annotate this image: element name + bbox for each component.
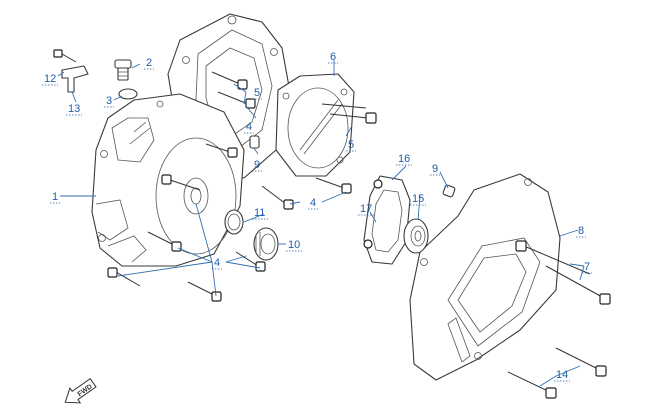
callout-1: 1 xyxy=(50,191,60,204)
washer-part-3 xyxy=(118,88,138,100)
callout-16: 16 xyxy=(396,153,412,166)
forward-badge-label: FWD xyxy=(77,383,94,398)
callout-6: 6 xyxy=(328,51,338,64)
long-bolt-upper xyxy=(515,240,591,275)
long-bolt-lower xyxy=(545,265,611,305)
right-cover-part-8 xyxy=(409,173,561,381)
svg-text:3: 3 xyxy=(106,95,112,107)
dowel-pin-right xyxy=(442,184,456,198)
callout-9-left: 9 xyxy=(252,159,262,172)
svg-text:10: 10 xyxy=(288,239,300,251)
callout-13: 13 xyxy=(66,103,82,116)
cover-bolt-lower xyxy=(507,371,557,399)
svg-text:17: 17 xyxy=(360,203,372,215)
svg-text:16: 16 xyxy=(398,153,410,165)
callout-14: 14 xyxy=(554,369,570,382)
callout-4-right: 4 xyxy=(308,197,318,210)
rear-cover-bolts xyxy=(211,71,377,124)
svg-text:4: 4 xyxy=(246,121,252,133)
svg-text:2: 2 xyxy=(146,57,152,69)
bracket-part-13 xyxy=(53,49,89,93)
callout-12: 12 xyxy=(42,73,58,86)
plug-part-10 xyxy=(253,227,279,261)
seal-ring-part-11 xyxy=(224,209,244,235)
callout-2: 2 xyxy=(144,57,154,70)
svg-text:5: 5 xyxy=(348,139,354,151)
svg-text:13: 13 xyxy=(68,103,80,115)
svg-text:4: 4 xyxy=(214,257,220,269)
callout-4-top: 4 xyxy=(244,121,254,134)
forward-arrow-icon: FWD xyxy=(64,378,97,404)
callout-15: 15 xyxy=(410,193,426,206)
svg-text:11: 11 xyxy=(254,207,265,219)
callout-11: 11 xyxy=(252,207,268,220)
svg-text:6: 6 xyxy=(330,51,336,63)
oil-filler-plug-part-2 xyxy=(114,59,132,81)
callout-5-right: 5 xyxy=(346,139,356,152)
case-bolts xyxy=(107,143,352,302)
svg-text:12: 12 xyxy=(44,73,56,85)
leader-lines xyxy=(57,60,585,387)
cover-part-6 xyxy=(275,73,355,177)
dowel-pin-left xyxy=(249,135,260,149)
callout-17: 17 xyxy=(358,203,374,216)
svg-text:4: 4 xyxy=(310,197,316,209)
svg-text:14: 14 xyxy=(556,369,568,381)
svg-text:5: 5 xyxy=(254,87,260,99)
svg-text:1: 1 xyxy=(52,191,58,203)
svg-text:8: 8 xyxy=(578,225,584,237)
callout-8: 8 xyxy=(576,225,586,238)
svg-text:9: 9 xyxy=(254,159,260,171)
callout-10: 10 xyxy=(286,239,302,252)
gasket-part-17 xyxy=(363,175,411,265)
callout-4-bottom: 4 xyxy=(212,257,222,270)
callout-9-right: 9 xyxy=(430,163,440,176)
callout-5-left: 5 xyxy=(252,87,262,100)
svg-text:15: 15 xyxy=(412,193,424,205)
callout-7: 7 xyxy=(582,261,592,274)
cover-bolt-upper xyxy=(555,347,607,377)
callout-3: 3 xyxy=(104,95,114,108)
svg-text:7: 7 xyxy=(584,261,590,273)
bearing-part-15 xyxy=(403,218,429,254)
svg-text:9: 9 xyxy=(432,163,438,175)
